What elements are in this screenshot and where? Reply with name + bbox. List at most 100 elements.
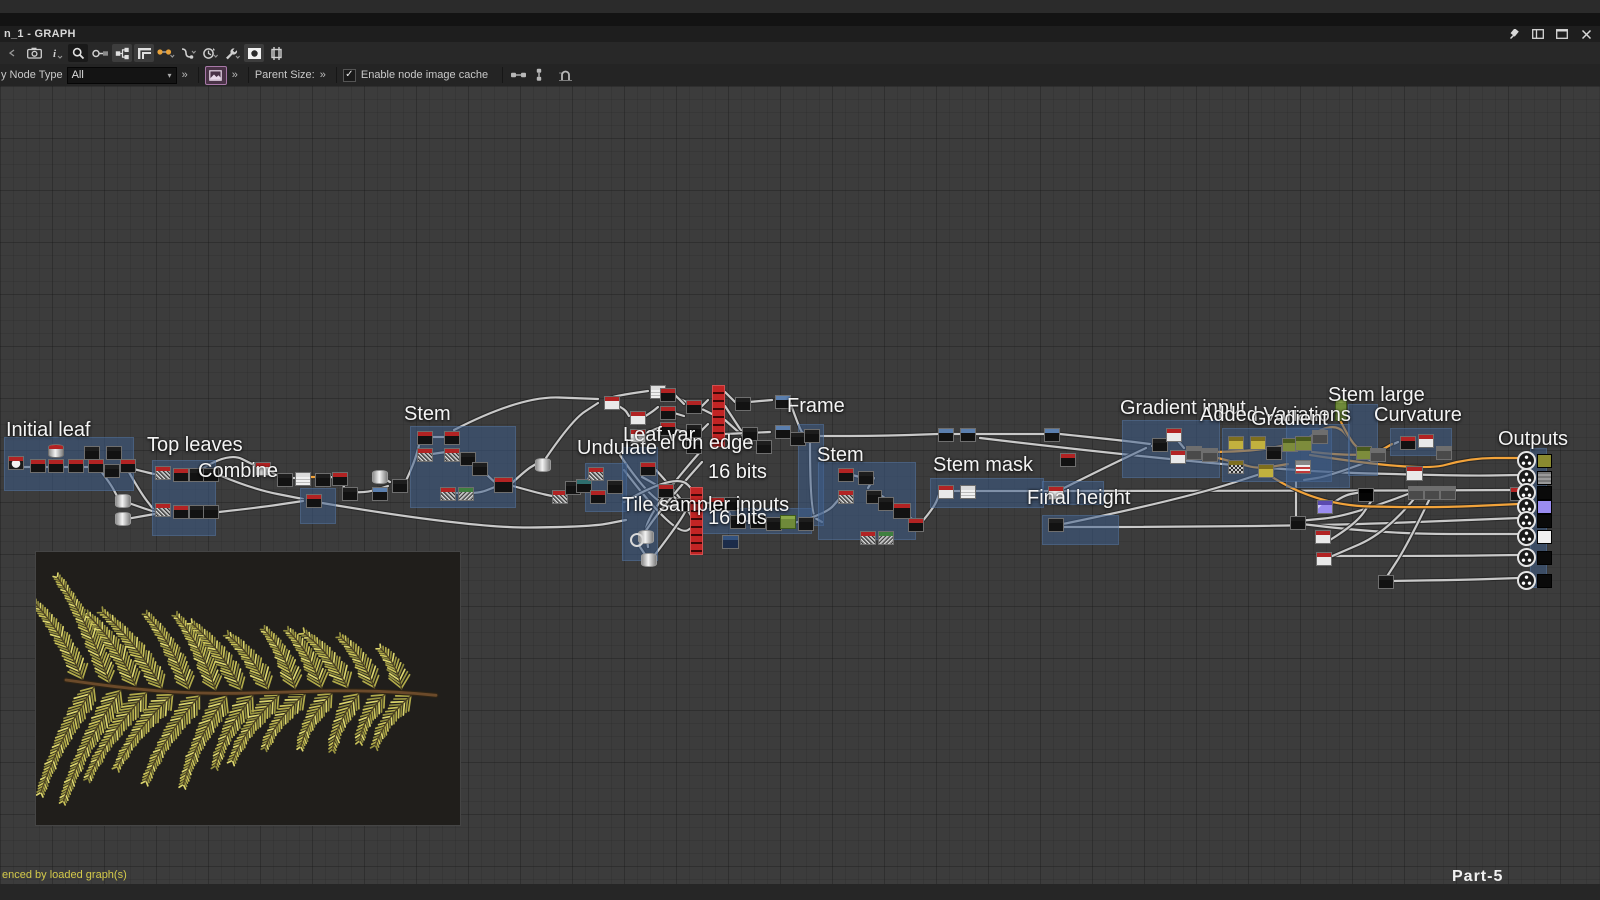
graph-node-noise2[interactable]: [458, 487, 474, 501]
graph-node-dark[interactable]: [1266, 446, 1282, 460]
node-hierarchy-icon[interactable]: [112, 44, 132, 62]
graph-node-red[interactable]: [30, 459, 46, 473]
graph-node-teal[interactable]: [576, 479, 592, 493]
elbow-connection-icon[interactable]: [178, 44, 198, 62]
compute-clock-icon[interactable]: [200, 44, 220, 62]
graph-node-gray[interactable]: [1370, 448, 1386, 462]
graph-node-blue[interactable]: [775, 425, 791, 439]
stacked-windows-icon[interactable]: [134, 44, 154, 62]
output-node[interactable]: [1517, 483, 1552, 502]
graph-node-gray[interactable]: [1436, 446, 1452, 460]
output-node[interactable]: [1517, 511, 1552, 530]
graph-node-red[interactable]: [893, 503, 911, 519]
graph-node-blue[interactable]: [960, 428, 976, 442]
graph-node-circle[interactable]: [8, 456, 24, 470]
graph-node-gray[interactable]: [1202, 448, 1218, 462]
graph-node-dark[interactable]: [342, 487, 358, 501]
graph-node-purple[interactable]: [1317, 500, 1333, 514]
graph-node-white[interactable]: [1170, 450, 1186, 464]
graph-node-dark[interactable]: [686, 424, 702, 438]
graph-node-gray[interactable]: [1424, 486, 1440, 500]
screenshot-camera-icon[interactable]: [24, 44, 44, 62]
graph-node-noise[interactable]: [417, 448, 433, 462]
back-chevron-icon[interactable]: [2, 44, 22, 62]
graph-node-dark[interactable]: [607, 480, 623, 494]
graph-node-blue[interactable]: [938, 428, 954, 442]
graph-node-white[interactable]: [1048, 486, 1064, 500]
graph-node-paper[interactable]: [295, 472, 311, 486]
graph-node-red[interactable]: [88, 459, 104, 473]
graph-node-noise[interactable]: [588, 467, 604, 481]
graph-node-blue[interactable]: [1044, 428, 1060, 442]
graph-node-ring[interactable]: [630, 533, 644, 547]
graph-node-dark[interactable]: [858, 471, 874, 485]
graph-node-white[interactable]: [1166, 428, 1182, 442]
graph-node-red[interactable]: [173, 505, 189, 519]
graph-node-cyl[interactable]: [372, 470, 388, 484]
graph-node-black[interactable]: [1358, 488, 1374, 502]
pin-icon[interactable]: [1504, 27, 1524, 41]
graph-node-gray[interactable]: [1186, 446, 1202, 460]
graph-node-tallred[interactable]: [712, 385, 725, 447]
frame-region-icon[interactable]: [266, 44, 286, 62]
graph-node-white[interactable]: [630, 429, 646, 443]
graph-node-red[interactable]: [838, 468, 854, 482]
graph-node-white[interactable]: [1406, 466, 1423, 481]
tools-wrench-icon[interactable]: [222, 44, 242, 62]
graph-node-dark[interactable]: [315, 473, 331, 487]
graph-node-stripes[interactable]: [1295, 460, 1311, 474]
connector-plug-icon[interactable]: [90, 44, 110, 62]
graph-node-red[interactable]: [173, 468, 189, 482]
graph-node-dark[interactable]: [756, 440, 772, 454]
layout-panel-icon[interactable]: [1528, 27, 1548, 41]
graph-node-greenv[interactable]: [780, 515, 796, 529]
graph-node-red[interactable]: [660, 388, 676, 402]
graph-node-red[interactable]: [660, 406, 676, 420]
search-icon[interactable]: [68, 44, 88, 62]
graph-node-noise[interactable]: [440, 487, 456, 501]
graph-node-cyl[interactable]: [115, 512, 131, 526]
graph-node-red[interactable]: [417, 431, 433, 445]
graph-node-dark[interactable]: [878, 497, 894, 511]
graph-node-paper[interactable]: [960, 485, 976, 499]
graph-node-white[interactable]: [1315, 530, 1331, 544]
graph-node-red[interactable]: [908, 518, 924, 532]
graph-node-dark[interactable]: [750, 515, 766, 529]
graph-node-red[interactable]: [444, 431, 460, 445]
parent-size-overflow[interactable]: »: [319, 69, 326, 81]
graph-node-dark[interactable]: [676, 498, 692, 512]
graph-node-dark[interactable]: [724, 497, 740, 511]
graph-node-checker[interactable]: [1228, 460, 1244, 474]
close-icon[interactable]: [1576, 27, 1596, 41]
graph-node-yellow[interactable]: [1250, 436, 1266, 450]
graph-node-dark[interactable]: [104, 464, 120, 478]
graph-node-blue[interactable]: [372, 487, 388, 501]
graph-node-dark[interactable]: [735, 397, 751, 411]
graph-node-dark[interactable]: [804, 429, 820, 443]
graph-node-dark[interactable]: [730, 515, 746, 529]
graph-node-red[interactable]: [306, 494, 322, 508]
graph-node-white[interactable]: [1418, 434, 1434, 448]
output-node[interactable]: [1517, 497, 1552, 516]
graph-node-noise2[interactable]: [878, 531, 894, 545]
node-image-toggle[interactable]: [204, 65, 227, 85]
graph-node-dark[interactable]: [472, 462, 488, 476]
graph-node-dark[interactable]: [106, 446, 122, 460]
output-node[interactable]: [1517, 548, 1552, 567]
graph-node-dark[interactable]: [1048, 518, 1064, 532]
graph-node-navy[interactable]: [722, 535, 739, 549]
graph-node-white[interactable]: [938, 485, 954, 499]
graph-node-green[interactable]: [1295, 436, 1312, 451]
graph-node-cylred[interactable]: [48, 444, 64, 458]
thumbnail-display-icon[interactable]: [244, 44, 264, 62]
graph-node-red[interactable]: [48, 459, 64, 473]
graph-node-red[interactable]: [68, 459, 84, 473]
horizontal-plugs-icon[interactable]: [509, 66, 529, 84]
graph-node-dark[interactable]: [84, 446, 100, 460]
graph-node-white[interactable]: [604, 396, 620, 410]
graph-node-dark[interactable]: [686, 440, 702, 454]
graph-node-noise[interactable]: [155, 503, 171, 517]
graph-node-dark[interactable]: [392, 479, 408, 493]
graph-node-red[interactable]: [332, 472, 348, 486]
graph-node-cyl[interactable]: [535, 458, 551, 472]
